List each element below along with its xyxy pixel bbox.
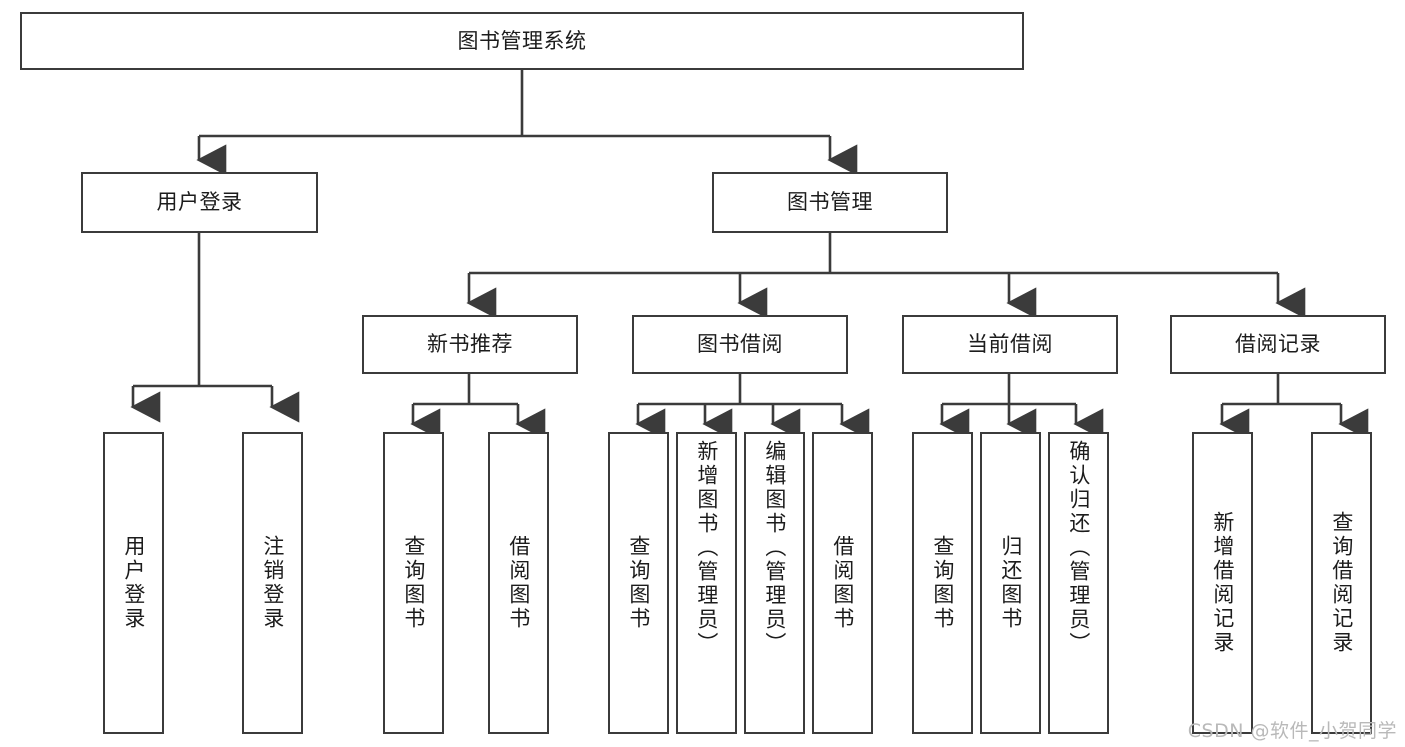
node-leaf-confirm-return-admin[interactable]: 确认归还（管理员） <box>1048 432 1109 734</box>
node-borrow-record[interactable]: 借阅记录 <box>1170 315 1386 374</box>
node-label: 查询图书 <box>930 535 955 631</box>
node-leaf-edit-book-admin[interactable]: 编辑图书（管理员） <box>744 432 805 734</box>
node-leaf-query-book-3[interactable]: 查询图书 <box>912 432 973 734</box>
node-leaf-return-book[interactable]: 归还图书 <box>980 432 1041 734</box>
node-label: 编辑图书（管理员） <box>762 440 787 656</box>
node-book-borrow[interactable]: 图书借阅 <box>632 315 848 374</box>
node-new-book-recommend[interactable]: 新书推荐 <box>362 315 578 374</box>
node-label: 用户登录 <box>156 190 243 215</box>
node-label: 新书推荐 <box>427 332 513 357</box>
node-label: 查询借阅记录 <box>1329 511 1354 655</box>
node-user-login[interactable]: 用户登录 <box>81 172 318 233</box>
node-label: 确认归还（管理员） <box>1066 440 1091 656</box>
node-label: 归还图书 <box>998 535 1023 631</box>
node-label: 借阅图书 <box>830 535 855 631</box>
node-label: 新增图书（管理员） <box>694 440 719 656</box>
node-leaf-query-book-2[interactable]: 查询图书 <box>608 432 669 734</box>
node-leaf-borrow-book-1[interactable]: 借阅图书 <box>488 432 549 734</box>
node-leaf-borrow-book-2[interactable]: 借阅图书 <box>812 432 873 734</box>
node-label: 当前借阅 <box>967 332 1053 357</box>
node-leaf-logout[interactable]: 注销登录 <box>242 432 303 734</box>
node-leaf-add-borrow-record[interactable]: 新增借阅记录 <box>1192 432 1253 734</box>
node-label: 借阅记录 <box>1235 332 1321 357</box>
node-label: 用户登录 <box>121 535 146 631</box>
node-label: 新增借阅记录 <box>1210 511 1235 655</box>
node-label: 借阅图书 <box>506 535 531 631</box>
node-leaf-query-book-1[interactable]: 查询图书 <box>383 432 444 734</box>
node-label: 图书管理系统 <box>457 28 587 53</box>
watermark-text: CSDN @软件_小贺同学 <box>1187 720 1397 742</box>
node-current-borrow[interactable]: 当前借阅 <box>902 315 1118 374</box>
node-label: 图书管理 <box>787 190 873 215</box>
node-root-system[interactable]: 图书管理系统 <box>20 12 1024 70</box>
node-book-manage[interactable]: 图书管理 <box>712 172 948 233</box>
node-label: 图书借阅 <box>697 332 783 357</box>
node-leaf-user-login[interactable]: 用户登录 <box>103 432 164 734</box>
node-label: 查询图书 <box>626 535 651 631</box>
node-label: 查询图书 <box>401 535 426 631</box>
node-leaf-add-book-admin[interactable]: 新增图书（管理员） <box>676 432 737 734</box>
node-label: 注销登录 <box>260 535 285 631</box>
node-leaf-query-borrow-record[interactable]: 查询借阅记录 <box>1311 432 1372 734</box>
